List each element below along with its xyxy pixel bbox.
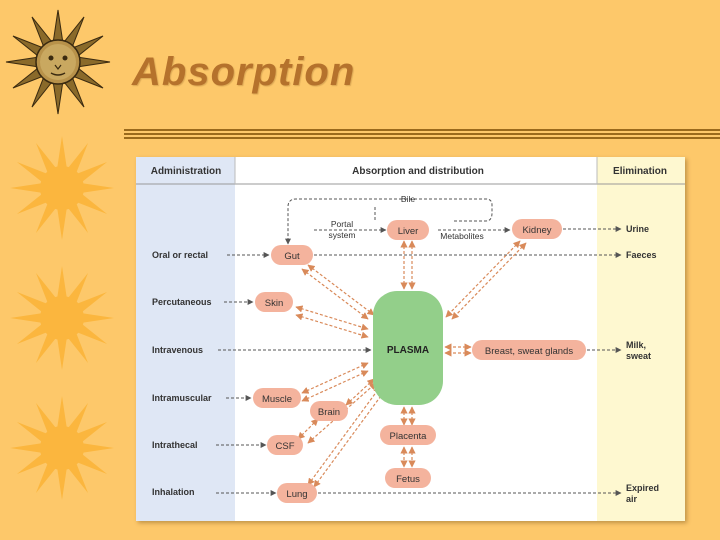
sun-logo-icon xyxy=(5,9,111,115)
muscle-label: Muscle xyxy=(262,394,292,405)
elim-expired-2: air xyxy=(626,494,638,504)
arrow-skin-plasma-2 xyxy=(295,313,369,339)
elim-milk-1: Milk, xyxy=(626,340,646,350)
lung-label: Lung xyxy=(286,489,307,500)
portal-label-2: system xyxy=(329,230,356,240)
sun-deco-2 xyxy=(10,266,115,370)
kidney-label: Kidney xyxy=(522,225,551,236)
header-elimination: Elimination xyxy=(613,166,667,177)
plasma-node xyxy=(373,291,443,405)
sun-deco-3 xyxy=(10,396,115,500)
arrow-lung-plasma-2 xyxy=(313,388,387,488)
portal-label-1: Portal xyxy=(331,219,353,229)
arrow-gut-plasma-2 xyxy=(301,268,369,320)
route-intramuscular: Intramuscular xyxy=(152,393,212,403)
elim-urine: Urine xyxy=(626,224,649,234)
kidney-node xyxy=(512,219,562,239)
gut-node xyxy=(271,245,313,265)
brain-label: Brain xyxy=(318,407,340,418)
sun-ornaments xyxy=(5,9,115,500)
fetus-node xyxy=(385,468,431,488)
route-intrathecal: Intrathecal xyxy=(152,440,198,450)
muscle-node xyxy=(253,388,301,408)
skin-label: Skin xyxy=(265,298,283,309)
sun-deco-1 xyxy=(10,136,115,240)
csf-node xyxy=(267,435,303,455)
fetus-label: Fetus xyxy=(396,474,420,485)
plasma-label: PLASMA xyxy=(387,345,429,356)
route-percutaneous: Percutaneous xyxy=(152,297,212,307)
metabolites-label: Metabolites xyxy=(440,231,483,241)
gut-label: Gut xyxy=(284,251,300,262)
skin-node xyxy=(255,292,293,312)
route-intravenous: Intravenous xyxy=(152,345,203,355)
arrow-kidney-plasma-2 xyxy=(451,242,527,320)
arrow-liver-bile-gut xyxy=(285,198,493,245)
liver-node xyxy=(387,220,429,240)
brain-node xyxy=(310,401,348,421)
header-absorption: Absorption and distribution xyxy=(352,166,484,177)
elim-milk-2: sweat xyxy=(626,351,651,361)
pharmacokinetics-diagram: Administration Absorption and distributi… xyxy=(136,157,685,521)
lung-node xyxy=(277,483,317,503)
header-administration: Administration xyxy=(151,166,222,177)
slide-title: Absorption xyxy=(132,50,356,94)
route-oral: Oral or rectal xyxy=(152,250,208,260)
placenta-label: Placenta xyxy=(390,431,428,442)
csf-label: CSF xyxy=(276,441,295,452)
title-divider xyxy=(124,129,720,143)
elim-faeces: Faeces xyxy=(626,250,657,260)
route-inhalation: Inhalation xyxy=(152,487,195,497)
administration-column xyxy=(136,157,235,521)
breast-node xyxy=(472,340,586,360)
elimination-column xyxy=(597,157,685,521)
breast-label: Breast, sweat glands xyxy=(485,346,573,357)
liver-label: Liver xyxy=(398,226,419,237)
elim-expired-1: Expired xyxy=(626,483,659,493)
placenta-node xyxy=(380,425,436,445)
bile-label: Bile xyxy=(401,194,415,204)
